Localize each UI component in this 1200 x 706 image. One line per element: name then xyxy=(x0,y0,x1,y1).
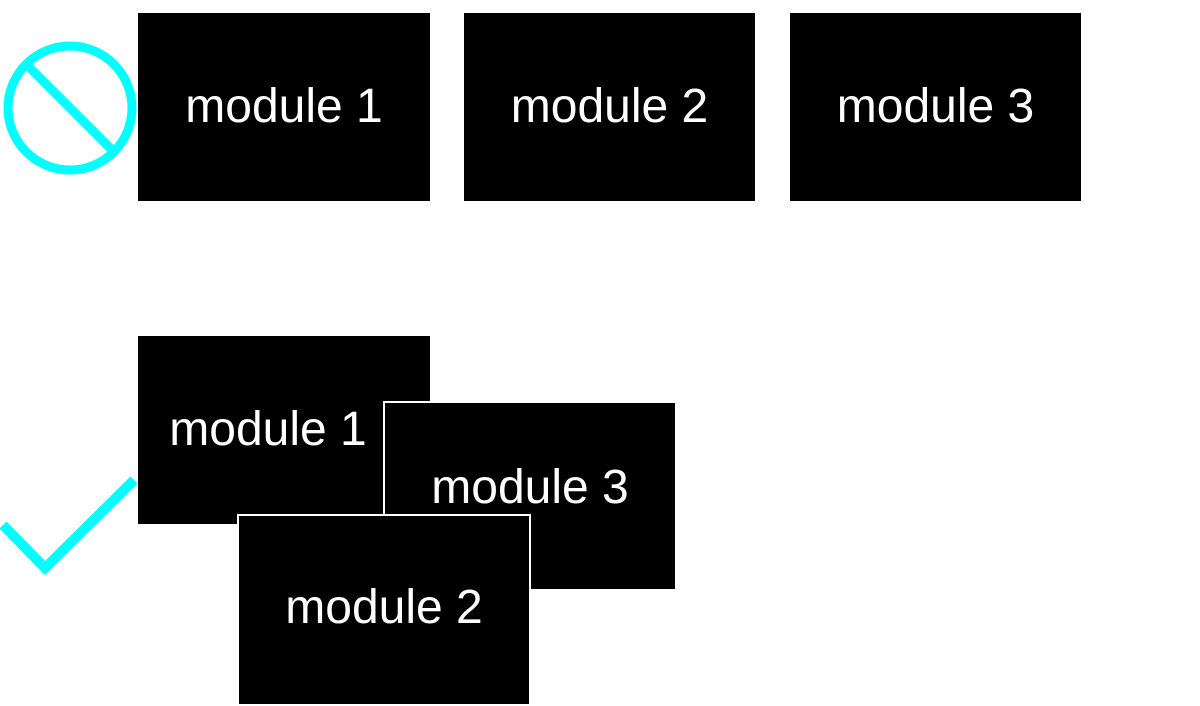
checkmark-icon xyxy=(0,476,138,576)
module-label: module 2 xyxy=(285,581,483,634)
module-label: module 1 xyxy=(169,403,367,456)
top-module-2: module 2 xyxy=(464,13,755,201)
top-module-1: module 1 xyxy=(138,13,430,201)
stacked-module-2: module 2 xyxy=(237,514,531,706)
module-label: module 3 xyxy=(836,80,1035,133)
module-label: module 2 xyxy=(510,80,709,133)
prohibited-icon xyxy=(3,41,137,175)
module-label: module 3 xyxy=(431,461,629,514)
module-label: module 1 xyxy=(185,80,383,133)
stacked-module-1: module 1 xyxy=(138,336,430,524)
top-module-3: module 3 xyxy=(790,13,1081,201)
